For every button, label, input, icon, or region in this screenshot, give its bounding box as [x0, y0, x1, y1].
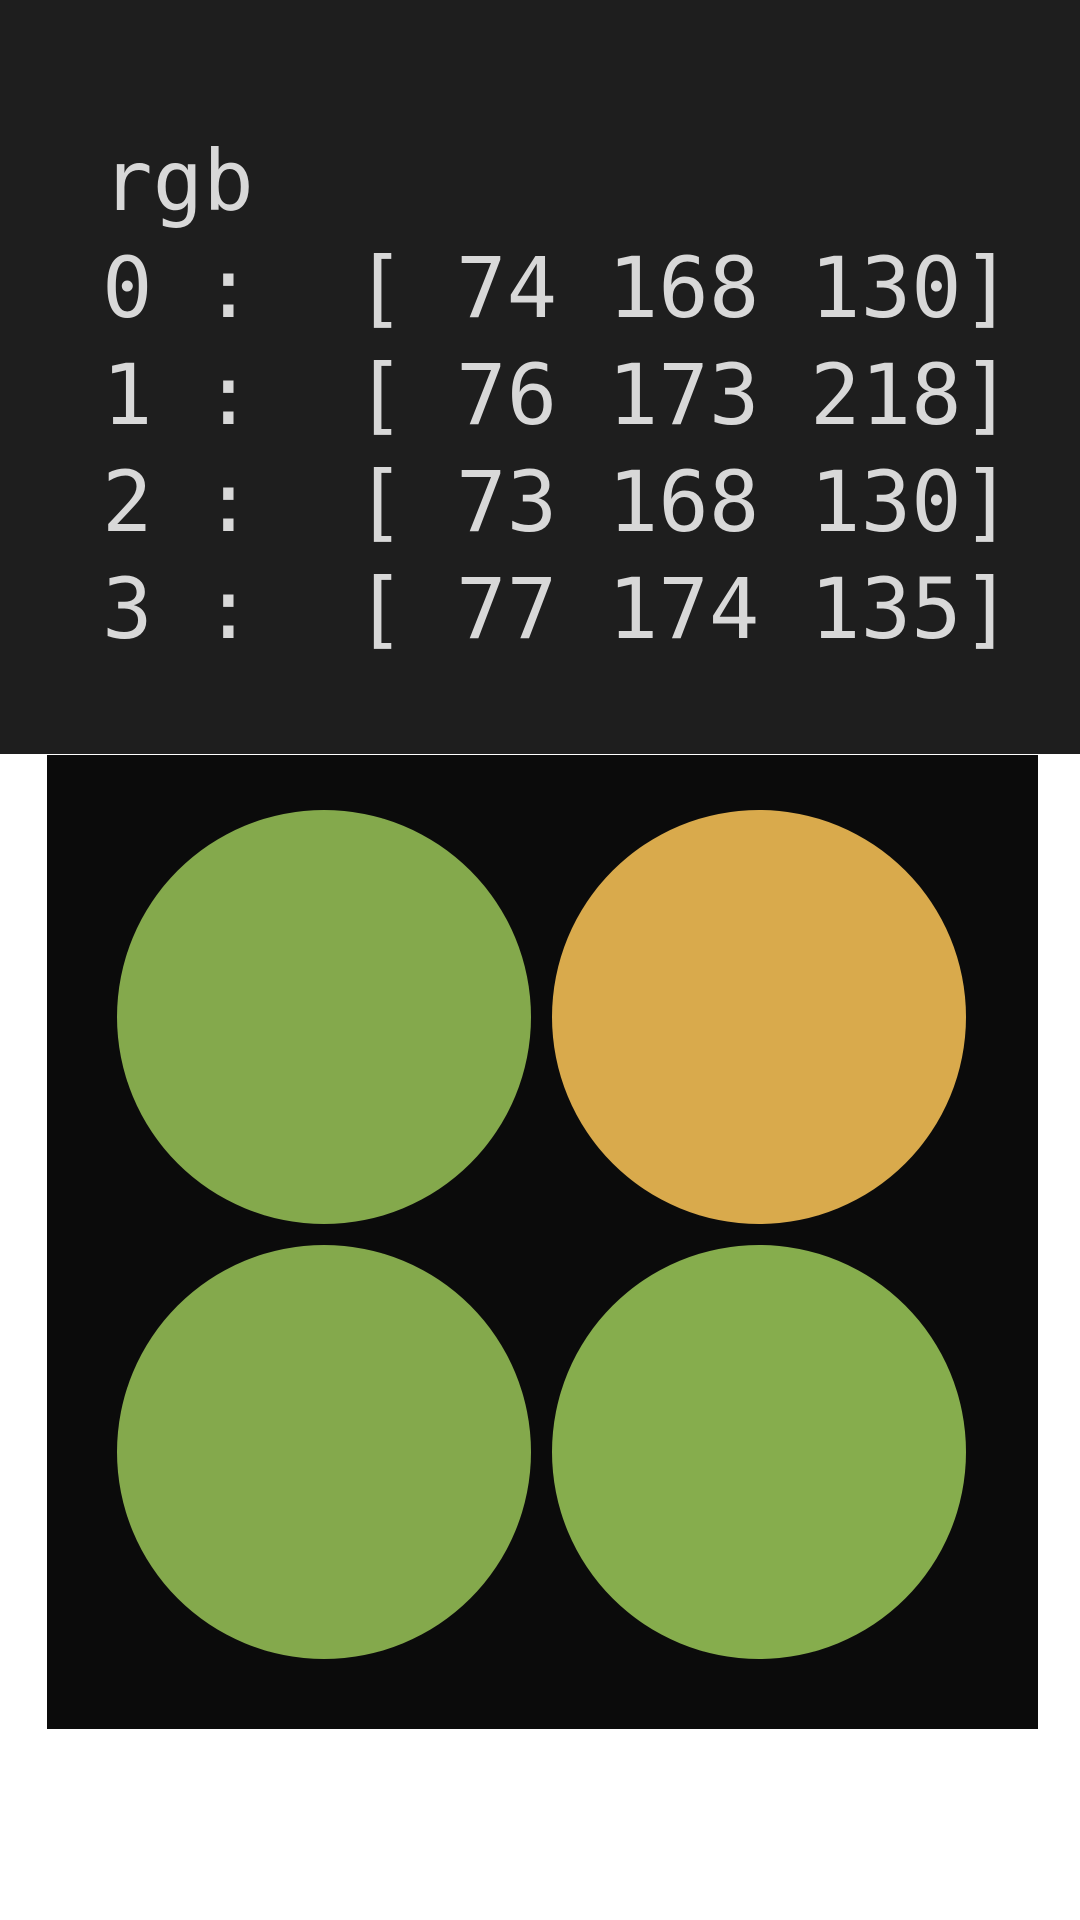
- color-circle-1: [552, 810, 966, 1224]
- color-circle-3: [552, 1245, 966, 1659]
- color-circle-0: [117, 810, 531, 1224]
- console-row-1: 1 : [ 76 173 218]: [102, 346, 1013, 444]
- color-swatch-image: [47, 755, 1038, 1729]
- console-row-2: 2 : [ 73 168 130]: [102, 453, 1013, 551]
- console-header: rgb: [102, 132, 254, 230]
- console-row-0: 0 : [ 74 168 130]: [102, 239, 1013, 337]
- color-circle-2: [117, 1245, 531, 1659]
- console-row-3: 3 : [ 77 174 135]: [102, 560, 1013, 658]
